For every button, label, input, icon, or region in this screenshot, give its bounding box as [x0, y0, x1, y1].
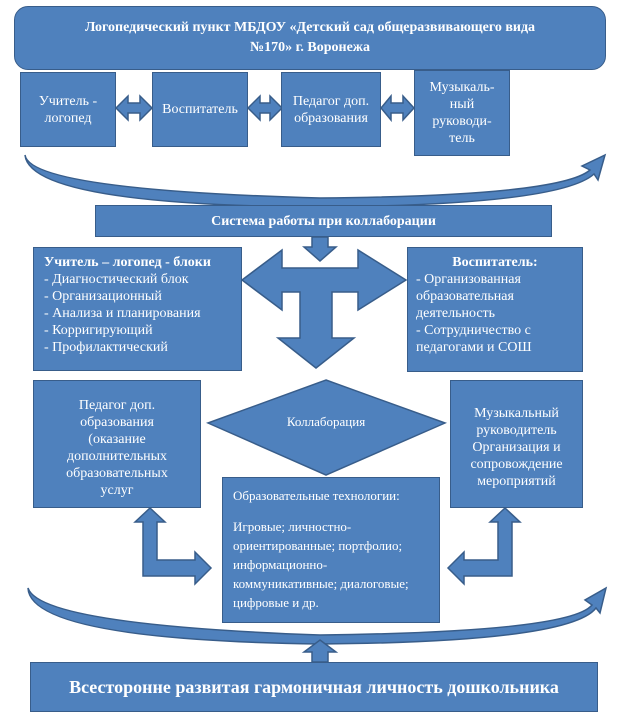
block-title: Воспитатель:: [452, 255, 538, 270]
list-item: - Сотрудничество с педагогами и СОШ: [416, 323, 532, 355]
header-title: Логопедический пункт МБДОУ «Детский сад …: [14, 6, 606, 70]
list-item: - Организационный: [44, 289, 162, 304]
curved-arrow-icon: [27, 586, 608, 645]
double-arrow-icon: [380, 93, 416, 123]
list-item: - Организованная образовательная деятель…: [416, 272, 521, 321]
list-item: - Профилактический: [44, 340, 168, 355]
technologies-block: Образовательные технологии: Игровые; лич…: [222, 477, 440, 623]
list-item: - Корригирующий: [44, 323, 153, 338]
title-line-2: №170» г. Воронежа: [250, 40, 370, 55]
system-title: Система работы при коллаборации: [95, 205, 552, 237]
educator-block: Воспитатель: - Организованная образовате…: [407, 247, 583, 372]
block-title: Образовательные технологии:: [233, 488, 400, 503]
l-arrow-left-icon: [133, 506, 213, 586]
additional-teacher-block: Педагог доп. образования (оказание допол…: [33, 380, 201, 508]
list-item: - Анализа и планирования: [44, 306, 201, 321]
role-educator: Воспитатель: [152, 72, 248, 147]
collaboration-diamond: [205, 379, 448, 476]
music-director-block: Музыкальный руководитель Организация и с…: [450, 380, 583, 508]
curved-arrow-icon: [24, 153, 607, 208]
block-title: Учитель – логопед - блоки: [44, 255, 211, 270]
list-item: - Диагностический блок: [44, 272, 189, 287]
speech-therapist-blocks: Учитель – логопед - блоки - Диагностичес…: [33, 247, 242, 371]
technologies-list: Игровые; личностно-ориентированные; порт…: [233, 519, 409, 610]
l-arrow-right-icon: [446, 506, 522, 586]
result-block: Всесторонне развитая гармоничная личност…: [30, 662, 598, 712]
double-arrow-icon: [114, 94, 154, 122]
title-line-1: Логопедический пункт МБДОУ «Детский сад …: [84, 20, 536, 35]
t-arrow-icon: [240, 248, 408, 369]
role-music-director: Музыкаль-ный руководи-тель: [414, 70, 510, 156]
role-speech-therapist: Учитель - логопед: [20, 72, 116, 147]
down-arrow-icon: [302, 236, 338, 262]
double-arrow-icon: [246, 94, 284, 122]
role-additional-teacher: Педагог доп. образования: [281, 72, 381, 147]
collaboration-label: Коллаборация: [286, 414, 366, 429]
